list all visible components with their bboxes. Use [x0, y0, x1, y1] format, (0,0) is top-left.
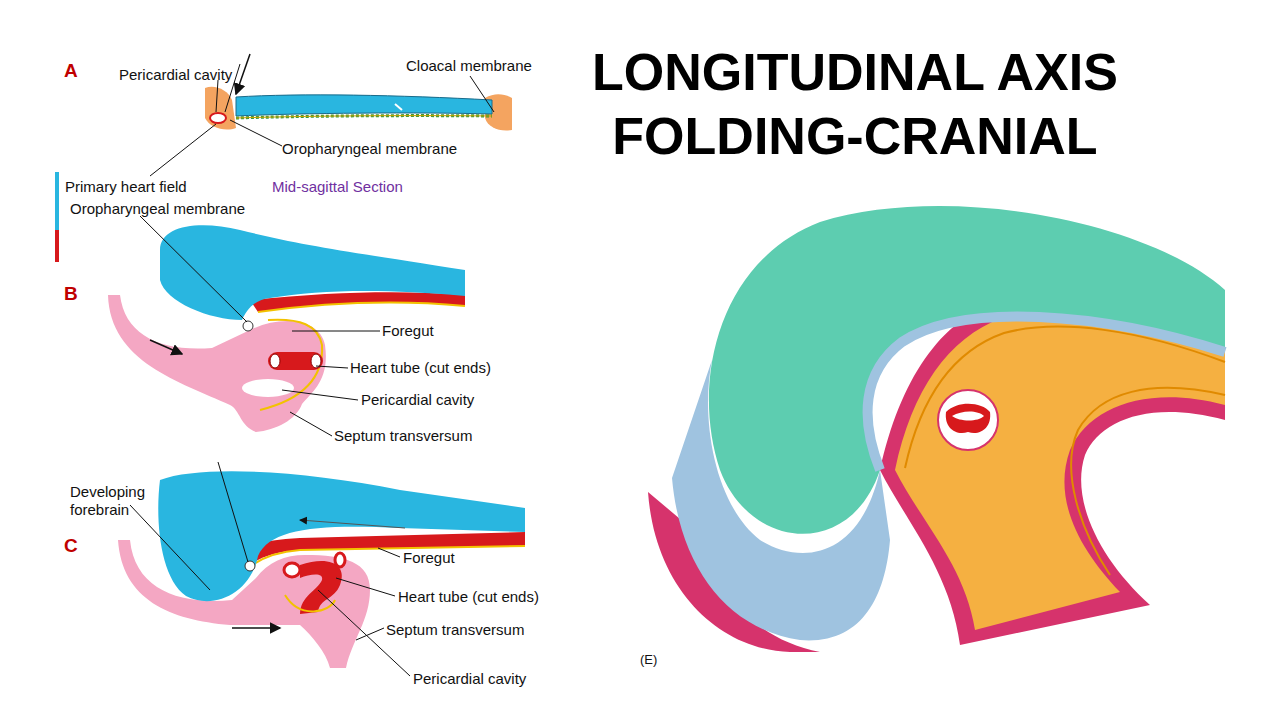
part-label: Foregut	[403, 549, 455, 567]
edge-strip	[55, 172, 59, 230]
panel-c-embryo	[118, 462, 525, 676]
panel-letter: A	[64, 60, 78, 82]
part-label: Cloacal membrane	[406, 57, 532, 75]
part-label: Pericardial cavity	[361, 391, 474, 409]
panel-letter: C	[64, 535, 78, 557]
slide-title: LONGITUDINAL AXIS FOLDING-CRANIAL	[575, 40, 1135, 168]
section-label: Mid-sagittal Section	[272, 178, 403, 196]
part-label: Primary heart field	[65, 178, 187, 196]
edge-strip	[55, 230, 59, 262]
panel-e-embryo	[648, 206, 1225, 652]
part-label: Heart tube (cut ends)	[398, 588, 539, 606]
part-label: Septum transversum	[386, 621, 524, 639]
part-label: Pericardial cavity	[413, 670, 526, 688]
part-label: Pericardial cavity	[119, 66, 232, 84]
part-label: Oropharyngeal membrane	[282, 140, 457, 158]
part-label: Developing forebrain	[70, 483, 160, 519]
panel-letter: (E)	[640, 652, 657, 668]
part-label: Heart tube (cut ends)	[350, 359, 491, 377]
panel-letter: B	[64, 283, 78, 305]
part-label: Oropharyngeal membrane	[70, 200, 245, 218]
part-label: Septum transversum	[334, 427, 472, 445]
part-label: Foregut	[382, 322, 434, 340]
